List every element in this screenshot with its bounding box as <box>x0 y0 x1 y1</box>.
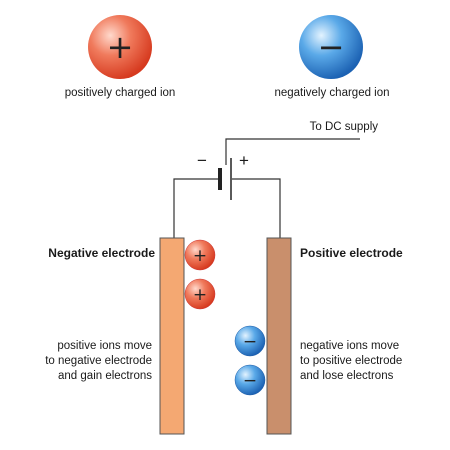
negative-ion-label: negatively charged ion <box>274 87 390 99</box>
positive-ion-symbol: + <box>107 28 134 66</box>
ion-charge-label: + <box>193 285 207 305</box>
positive-electrode-description: negative ions move to positive electrode… <box>300 339 440 384</box>
negative-ion: − <box>234 364 266 396</box>
left-wire <box>173 178 219 240</box>
supply-wire <box>225 138 360 165</box>
battery-minus-sign: − <box>197 151 207 170</box>
description-line: negative ions move <box>300 340 400 352</box>
ion-charge-label: − <box>243 371 257 391</box>
ion-charge-label: + <box>193 246 207 266</box>
negative-ion-symbol: − <box>318 28 345 66</box>
description-line: and lose electrons <box>300 370 394 382</box>
circuit-wires <box>173 138 360 240</box>
description-line: positive ions move <box>57 340 152 352</box>
positive-ion-legend: + <box>88 15 152 79</box>
positive-ion: + <box>184 278 216 310</box>
positive-electrode <box>266 237 292 435</box>
battery-plus-sign: + <box>239 151 249 170</box>
description-line: and gain electrons <box>58 370 152 382</box>
ion-charge-label: − <box>243 332 257 352</box>
right-wire <box>232 178 281 240</box>
dc-supply-label: To DC supply <box>309 121 378 133</box>
negative-electrode <box>159 237 185 435</box>
description-line: to positive electrode <box>300 355 403 367</box>
positive-electrode-title: Positive electrode <box>300 246 403 260</box>
negative-electrode-description: positive ions move to negative electrode… <box>20 339 152 384</box>
description-line: to negative electrode <box>45 355 152 367</box>
positive-ion-label: positively charged ion <box>64 87 176 99</box>
battery-symbol <box>218 158 232 200</box>
negative-electrode-title: Negative electrode <box>48 246 155 260</box>
negative-ion: − <box>234 325 266 357</box>
negative-ion-legend: − <box>299 15 363 79</box>
positive-ion: + <box>184 239 216 271</box>
